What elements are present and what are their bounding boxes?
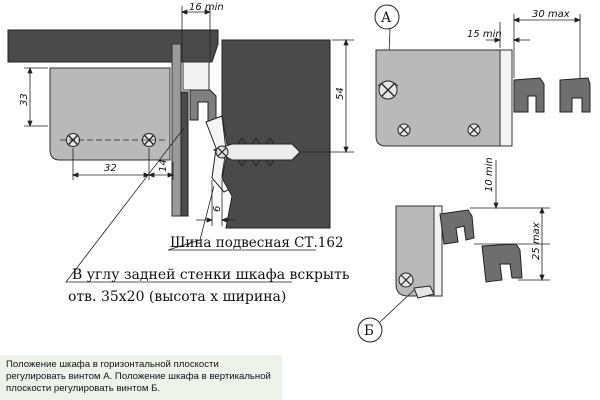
rail-label: Шина подвесная СТ.162 — [170, 235, 344, 251]
side-panel — [171, 43, 182, 217]
hanger-hook — [189, 89, 217, 125]
dim-54-label: 54 — [335, 87, 346, 100]
hook-profile-b2 — [481, 243, 523, 283]
dim-32-label: 32 — [104, 163, 117, 174]
plug-fins — [237, 137, 275, 167]
hook-profile-b1 — [439, 209, 475, 245]
corner-label-line1: В углу задней стенки шкафа вскрыть — [72, 267, 350, 283]
screw-icon — [397, 123, 411, 137]
dim-a — [486, 14, 582, 78]
wall — [221, 39, 331, 229]
detail-a-edge — [499, 49, 513, 147]
hook-profile-a1 — [513, 77, 545, 113]
dim-54 — [300, 38, 354, 154]
dim-33-label: 33 — [19, 93, 30, 106]
dim-6-label: 6 — [212, 206, 223, 212]
detail-a-panel — [375, 49, 501, 147]
dim-15min-label: 15 min — [467, 29, 502, 40]
spacer-block — [182, 61, 210, 91]
screw-icon — [142, 133, 156, 147]
side-panel-dark — [180, 91, 189, 217]
callout-a-label: А — [381, 10, 392, 26]
dim-10min-label: 10 min — [484, 157, 495, 192]
dim-30max-label: 30 max — [532, 9, 570, 20]
dim-25max-label: 25 max — [531, 222, 542, 260]
hook-profile-a2 — [559, 77, 591, 113]
cabinet-body — [49, 67, 171, 161]
callout-b-label: Б — [364, 323, 374, 339]
callout-a-circle — [374, 4, 400, 30]
dim-32-14 — [71, 148, 175, 180]
callout-b-circle — [357, 317, 383, 343]
corner-label-line2: отв. 35х20 (высота х ширина) — [68, 289, 286, 305]
adjust-screw-a-icon — [377, 80, 399, 100]
corner-leader — [65, 127, 292, 283]
rail-leader — [167, 185, 316, 251]
detail-b-edge — [433, 205, 443, 297]
instruction-note: Положение шкафа в горизонтальной плоскос… — [0, 355, 282, 400]
dim-16min-label: 16 min — [189, 2, 224, 13]
hook-b-bottom — [413, 285, 435, 299]
dim-b — [470, 160, 550, 282]
dim-16min — [180, 6, 212, 60]
top-board — [7, 29, 219, 63]
dim-6 — [196, 180, 236, 226]
dim-14-label: 14 — [158, 159, 169, 172]
dim-33 — [24, 66, 48, 128]
screw-icon — [467, 123, 481, 137]
adjust-screw-b-icon — [398, 272, 414, 288]
